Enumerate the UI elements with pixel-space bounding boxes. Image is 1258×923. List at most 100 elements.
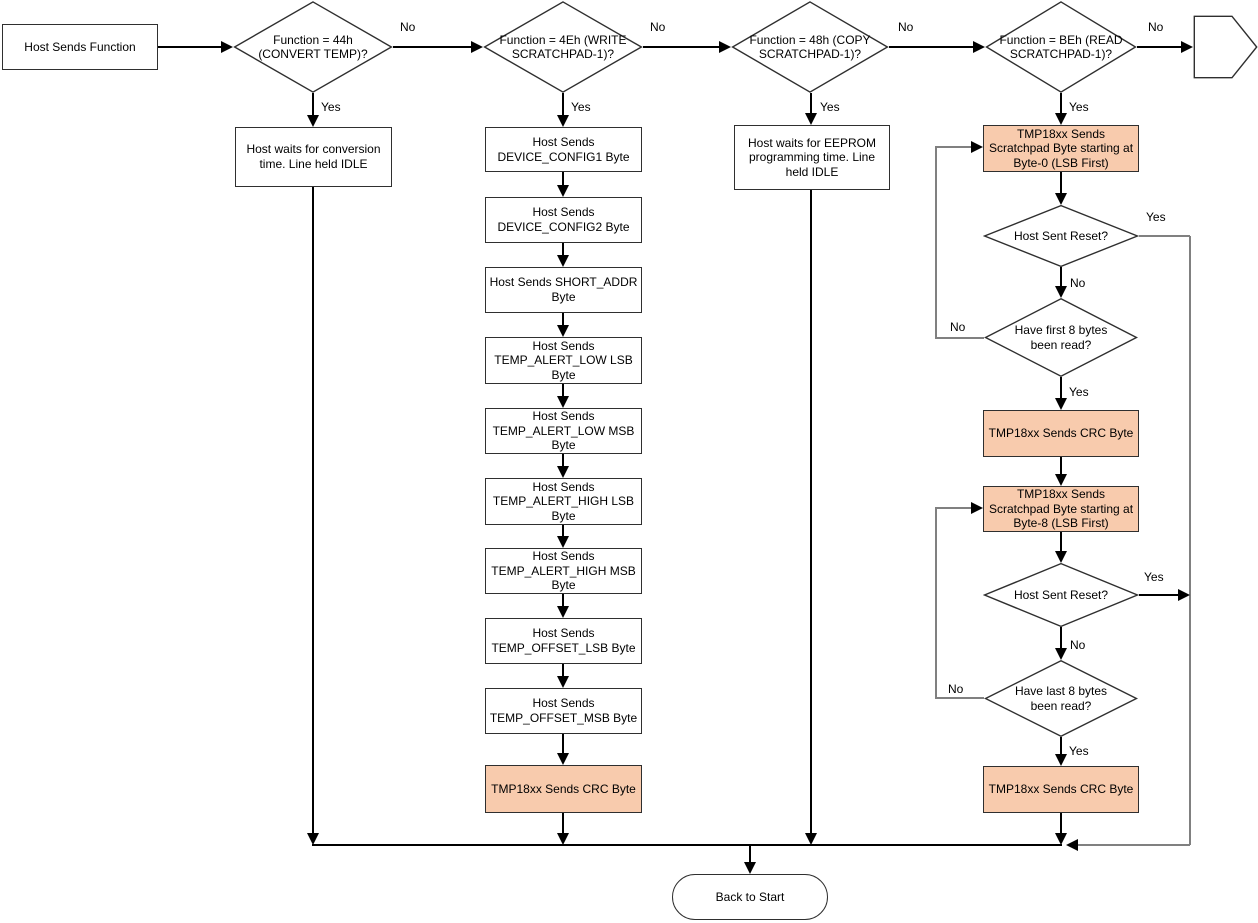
connector-line xyxy=(935,507,971,509)
arrowhead xyxy=(557,676,569,688)
node-label: Host Sends TEMP_ALERT_LOW MSB Byte xyxy=(492,409,635,453)
node-send-temp-alert-low-lsb: Host Sends TEMP_ALERT_LOW LSB Byte xyxy=(485,337,642,384)
edge-label-yes: Yes xyxy=(820,100,840,114)
node-label: Host Sends DEVICE_CONFIG2 Byte xyxy=(497,205,630,234)
arrowhead xyxy=(1178,589,1190,601)
decision-last-8-bytes-read: Have last 8 bytes been read? xyxy=(984,660,1138,737)
decision-label: Have first 8 bytes been read? xyxy=(1014,323,1108,352)
node-label: Host waits for conversion time. Line hel… xyxy=(246,142,381,171)
arrowhead xyxy=(1181,41,1193,53)
edge-label-yes: Yes xyxy=(1069,744,1089,758)
arrowhead xyxy=(557,536,569,548)
connector-line xyxy=(1060,267,1062,286)
arrowhead xyxy=(1055,833,1067,845)
arrowhead xyxy=(1055,398,1067,410)
diamond-shape xyxy=(731,1,889,93)
arrowhead xyxy=(557,466,569,478)
connector-line xyxy=(562,93,564,115)
edge-label-yes: Yes xyxy=(1069,385,1089,399)
connector-line xyxy=(562,525,564,536)
connector-line xyxy=(312,93,314,115)
node-send-device-config1: Host Sends DEVICE_CONFIG1 Byte xyxy=(485,127,642,172)
edge-label-yes: Yes xyxy=(1146,210,1166,224)
node-label: Host Sends TEMP_ALERT_HIGH MSB Byte xyxy=(491,549,636,593)
node-send-device-config2: Host Sends DEVICE_CONFIG2 Byte xyxy=(485,197,642,243)
node-crc-byte-write: TMP18xx Sends CRC Byte xyxy=(485,765,642,813)
connector-line xyxy=(562,172,564,185)
node-label: Host Sends TEMP_OFFSET_LSB Byte xyxy=(491,626,636,655)
connector-line xyxy=(562,384,564,396)
node-label: Host Sends DEVICE_CONFIG1 Byte xyxy=(497,134,630,164)
arrowhead xyxy=(1055,286,1067,298)
decision-label: Host Sent Reset? xyxy=(1013,228,1109,243)
arrowhead xyxy=(1055,754,1067,766)
connector-line xyxy=(1060,813,1062,833)
arrowhead xyxy=(1055,193,1067,205)
connector-line xyxy=(935,146,971,148)
arrowhead xyxy=(557,396,569,408)
connector-line xyxy=(312,187,314,833)
connector-line xyxy=(1060,93,1062,113)
node-label: Host waits for EEPROM programming time. … xyxy=(747,135,877,179)
decision-label: Function = 48h (COPY SCRATCHPAD-1)? xyxy=(749,32,871,61)
node-label: TMP18xx Sends CRC Byte xyxy=(988,426,1134,441)
connector-line xyxy=(749,846,751,862)
arrowhead xyxy=(307,115,319,127)
connector-line xyxy=(889,46,973,48)
connector-line xyxy=(935,697,984,699)
arrowhead xyxy=(307,833,319,845)
node-scratchpad-byte0: TMP18xx Sends Scratchpad Byte starting a… xyxy=(983,125,1139,172)
node-label: Host Sends TEMP_OFFSET_MSB Byte xyxy=(489,696,638,725)
connector-line xyxy=(1139,235,1190,237)
arrowhead xyxy=(719,41,731,53)
connector-line xyxy=(1137,46,1181,48)
node-send-temp-alert-low-msb: Host Sends TEMP_ALERT_LOW MSB Byte xyxy=(485,408,642,454)
connector-line xyxy=(562,313,564,325)
edge-label-yes: Yes xyxy=(1144,570,1164,584)
arrowhead xyxy=(1066,839,1078,851)
arrowhead xyxy=(805,833,817,845)
arrowhead xyxy=(1055,551,1067,563)
connector-line xyxy=(562,594,564,606)
node-send-temp-alert-high-msb: Host Sends TEMP_ALERT_HIGH MSB Byte xyxy=(485,548,642,594)
node-label: Host Sends Function xyxy=(24,39,136,54)
diamond-shape xyxy=(985,1,1137,93)
node-label: Back to Start xyxy=(715,890,785,904)
connector-line xyxy=(312,844,1062,846)
connector-line xyxy=(1139,594,1178,596)
arrowhead xyxy=(1055,648,1067,660)
node-scratchpad-byte8: TMP18xx Sends Scratchpad Byte starting a… xyxy=(983,486,1139,532)
connector-line xyxy=(1060,377,1062,398)
arrowhead xyxy=(971,502,983,514)
decision-host-sent-reset-2: Host Sent Reset? xyxy=(983,563,1139,627)
edge-label-yes: Yes xyxy=(571,100,591,114)
connector-line xyxy=(1060,172,1062,193)
decision-label: Function = 4Eh (WRITE SCRATCHPAD-1)? xyxy=(499,32,627,61)
node-send-temp-offset-msb: Host Sends TEMP_OFFSET_MSB Byte xyxy=(485,688,642,734)
connector-line xyxy=(1060,457,1062,474)
connector-line xyxy=(1060,737,1062,754)
edge-label-no: No xyxy=(1070,638,1086,652)
decision-label: Have last 8 bytes been read? xyxy=(1014,684,1108,713)
node-label: Host Sends SHORT_ADDR Byte xyxy=(489,275,638,304)
arrowhead xyxy=(557,115,569,127)
edge-label-no: No xyxy=(950,320,966,334)
arrowhead xyxy=(1055,474,1067,486)
edge-label-yes: Yes xyxy=(321,100,341,114)
decision-label: Host Sent Reset? xyxy=(1013,587,1109,602)
decision-function-44h: Function = 44h (CONVERT TEMP)? xyxy=(233,1,393,93)
node-label: TMP18xx Sends CRC Byte xyxy=(491,781,636,796)
connector-line xyxy=(935,508,937,699)
diamond-shape xyxy=(984,660,1138,737)
connector-line xyxy=(158,46,221,48)
arrowhead xyxy=(471,41,483,53)
node-back-to-start: Back to Start xyxy=(672,874,828,920)
decision-first-8-bytes-read: Have first 8 bytes been read? xyxy=(984,298,1138,377)
arrowhead xyxy=(557,753,569,765)
connector-line xyxy=(935,337,984,339)
connector-line xyxy=(1078,844,1190,846)
diamond-shape xyxy=(983,563,1139,627)
connector-line xyxy=(562,454,564,466)
diamond-shape xyxy=(984,298,1138,377)
node-label: Host Sends TEMP_ALERT_HIGH LSB Byte xyxy=(492,479,635,523)
